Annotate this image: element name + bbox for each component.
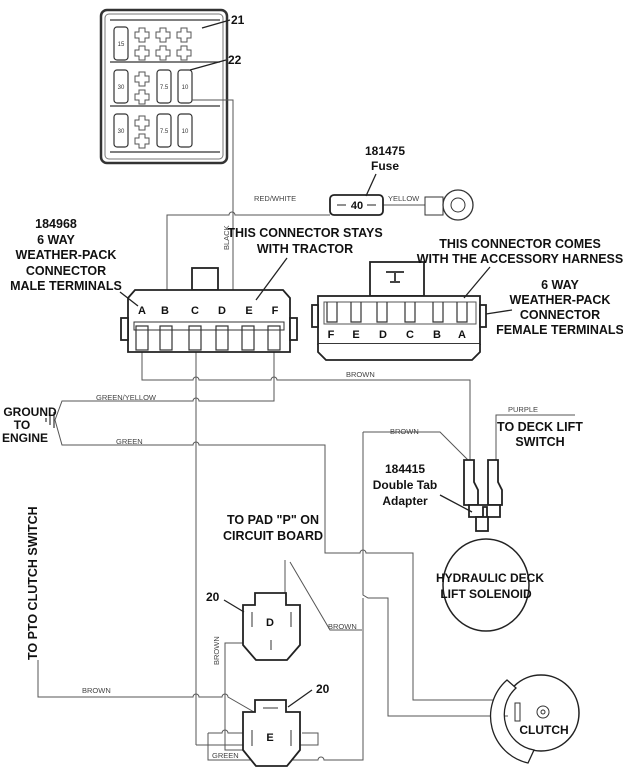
fuse-rating: 40 xyxy=(351,200,363,212)
tractor-note: THIS CONNECTOR STAYS xyxy=(227,226,382,240)
label-line: CONNECTOR xyxy=(520,308,600,322)
female-connector-label: 6 WAY WEATHER-PACK CONNECTOR FEMALE TERM… xyxy=(496,278,623,337)
pin-a: A xyxy=(458,329,466,341)
double-tab-adapter xyxy=(463,459,503,532)
fuse-rating: 15 xyxy=(118,42,125,48)
wire-label-brown: BROWN xyxy=(82,686,111,695)
pad-note: CIRCUIT BOARD xyxy=(223,529,323,543)
pin-c: C xyxy=(406,329,414,341)
fuse-rating: 30 xyxy=(118,129,125,135)
wire-label-purple: PURPLE xyxy=(508,405,538,414)
adapter-label: Double Tab xyxy=(373,478,437,492)
pin-e: E xyxy=(245,305,252,317)
fuse-name: Fuse xyxy=(371,159,399,173)
male-connector-label: 184968 6 WAY WEATHER-PACK CONNECTOR MALE… xyxy=(10,217,122,293)
wire-label-yellow: YELLOW xyxy=(388,194,420,203)
deck-switch-note: TO DECK LIFT xyxy=(497,420,583,434)
clutch-label: CLUTCH xyxy=(519,723,568,737)
pin-f: F xyxy=(328,329,335,341)
fuse-rating: 10 xyxy=(182,129,189,135)
ground-label: GROUND xyxy=(3,405,57,419)
harness-note: THIS CONNECTOR COMES xyxy=(439,237,601,251)
label-line: 6 WAY xyxy=(541,278,579,292)
fuse-rating: 7.5 xyxy=(160,129,169,135)
switch-e: E xyxy=(242,699,301,767)
tractor-note: WITH TRACTOR xyxy=(257,242,353,256)
callout-22: 22 xyxy=(228,53,242,67)
ground-label: ENGINE xyxy=(2,431,48,445)
callout-21: 21 xyxy=(231,13,245,27)
callout-20: 20 xyxy=(316,682,330,696)
solenoid-label: HYDRAULIC DECK xyxy=(436,571,544,585)
hydraulic-solenoid: HYDRAULIC DECK LIFT SOLENOID xyxy=(436,538,544,632)
pad-note: TO PAD "P" ON xyxy=(227,513,319,527)
ring-terminal-icon xyxy=(424,189,474,221)
inline-fuse: 40 xyxy=(329,194,384,216)
pin-b: B xyxy=(433,329,441,341)
wire-label-black: BLACK xyxy=(222,225,231,250)
label-line: 6 WAY xyxy=(37,233,75,247)
wire-label-brown: BROWN xyxy=(346,370,375,379)
wire-label-brown: BROWN xyxy=(212,636,221,665)
label-line: MALE TERMINALS xyxy=(10,279,122,293)
fuse-rating: 30 xyxy=(118,85,125,91)
pin-b: B xyxy=(161,305,169,317)
switch-d: D xyxy=(242,592,301,661)
label-line: FEMALE TERMINALS xyxy=(496,323,623,337)
wire-label-green: GREEN xyxy=(212,751,239,760)
switch-letter: D xyxy=(266,617,274,629)
clutch: CLUTCH xyxy=(489,674,580,764)
fuse-block: 15 30 7.5 10 30 7.5 10 xyxy=(99,8,229,165)
callout-20: 20 xyxy=(206,590,220,604)
label-line: WEATHER-PACK xyxy=(510,293,611,307)
wires xyxy=(37,99,575,761)
female-connector: F E D C B A xyxy=(311,261,487,361)
adapter-label: Adapter xyxy=(382,494,428,508)
wire-label-green: GREEN xyxy=(116,437,143,446)
pto-clutch-note: TO PTO CLUTCH SWITCH xyxy=(26,506,40,660)
deck-switch-note: SWITCH xyxy=(515,435,564,449)
wire-label-red-white: RED/WHITE xyxy=(254,194,296,203)
pin-d: D xyxy=(218,305,226,317)
solenoid-label: LIFT SOLENOID xyxy=(440,587,532,601)
label-line: CONNECTOR xyxy=(26,264,106,278)
pin-e: E xyxy=(352,329,359,341)
wire-label-brown: BROWN xyxy=(390,427,419,436)
fuse-rating: 10 xyxy=(182,85,189,91)
adapter-label: 184415 xyxy=(385,462,425,476)
label-line: WEATHER-PACK xyxy=(16,248,117,262)
switch-letter: E xyxy=(266,732,273,744)
wire-label-brown: BROWN xyxy=(328,622,357,631)
label-line: 184968 xyxy=(35,217,77,231)
fuse-part-number: 181475 xyxy=(365,144,405,158)
pin-d: D xyxy=(379,329,387,341)
ground-icon xyxy=(45,412,55,428)
harness-note: WITH THE ACCESSORY HARNESS xyxy=(417,252,623,266)
empty-fuse-slots xyxy=(134,27,192,149)
wire-label-green-yellow: GREEN/YELLOW xyxy=(96,393,157,402)
fuse-rating: 7.5 xyxy=(160,85,169,91)
pin-f: F xyxy=(272,305,279,317)
ground-label: TO xyxy=(14,418,30,432)
pin-c: C xyxy=(191,305,199,317)
pin-a: A xyxy=(138,305,146,317)
